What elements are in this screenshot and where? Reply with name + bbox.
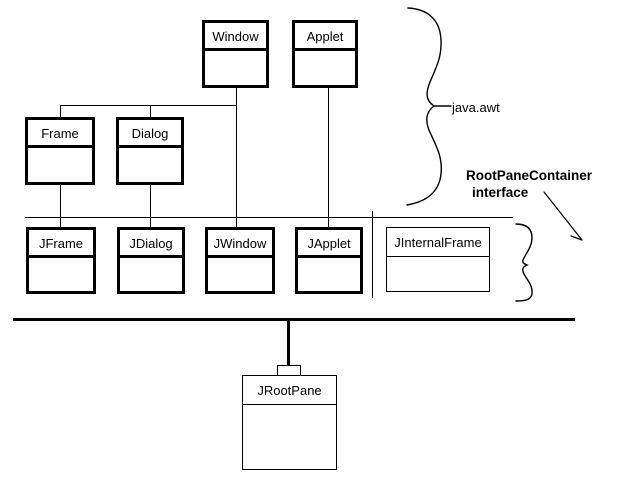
connector-dialog-up <box>150 105 151 118</box>
rootpanecontainer-brace <box>515 223 533 302</box>
swing-package-separator <box>25 217 513 218</box>
class-box-jwindow[interactable]: JWindow <box>205 227 275 294</box>
rootpanecontainer-label-line1: RootPaneContainer <box>466 168 593 183</box>
jrootpane-notch <box>277 365 301 376</box>
connector-dialog-jdialog <box>150 185 151 228</box>
class-box-frame[interactable]: Frame <box>25 117 95 185</box>
class-title-jwindow: JWindow <box>208 230 272 258</box>
class-box-jrootpane[interactable]: JRootPane <box>242 375 337 470</box>
connector-applet-japplet <box>328 88 329 228</box>
class-body-jinternalframe <box>387 257 489 291</box>
rootpanecontainer-label-line2: interface <box>472 185 529 200</box>
rootpane-association-bar <box>13 318 575 321</box>
class-body-jdialog <box>120 258 182 291</box>
connector-window-children-bus <box>60 105 237 106</box>
class-box-applet[interactable]: Applet <box>292 20 358 88</box>
class-title-jframe: JFrame <box>29 230 93 258</box>
class-body-jwindow <box>208 258 272 291</box>
connector-window-jwindow <box>236 88 237 228</box>
class-title-jinternalframe: JInternalFrame <box>387 228 489 257</box>
class-title-japplet: JApplet <box>298 230 360 258</box>
class-body-jframe <box>29 258 93 291</box>
rootpane-association-stem <box>287 318 290 366</box>
class-box-jdialog[interactable]: JDialog <box>117 227 185 294</box>
class-body-dialog <box>119 148 181 182</box>
class-title-jrootpane: JRootPane <box>243 376 336 405</box>
class-title-window: Window <box>205 23 266 51</box>
class-body-frame <box>28 148 92 182</box>
class-box-jinternalframe[interactable]: JInternalFrame <box>386 227 490 292</box>
java-awt-brace <box>406 7 452 206</box>
connector-frame-jframe <box>60 185 61 228</box>
rootpanecontainer-leader-line <box>543 191 583 241</box>
class-box-window[interactable]: Window <box>202 20 269 88</box>
class-box-dialog[interactable]: Dialog <box>116 117 184 185</box>
class-body-applet <box>295 51 355 85</box>
connector-frame-up <box>60 105 61 118</box>
class-body-jrootpane <box>243 405 336 469</box>
class-body-window <box>205 51 266 85</box>
java-awt-label: java.awt <box>452 100 500 115</box>
class-title-jdialog: JDialog <box>120 230 182 258</box>
interface-group-divider <box>372 211 373 298</box>
class-title-dialog: Dialog <box>119 120 181 148</box>
class-title-applet: Applet <box>295 23 355 51</box>
class-title-frame: Frame <box>28 120 92 148</box>
class-box-jframe[interactable]: JFrame <box>26 227 96 294</box>
class-body-japplet <box>298 258 360 291</box>
class-box-japplet[interactable]: JApplet <box>295 227 363 294</box>
